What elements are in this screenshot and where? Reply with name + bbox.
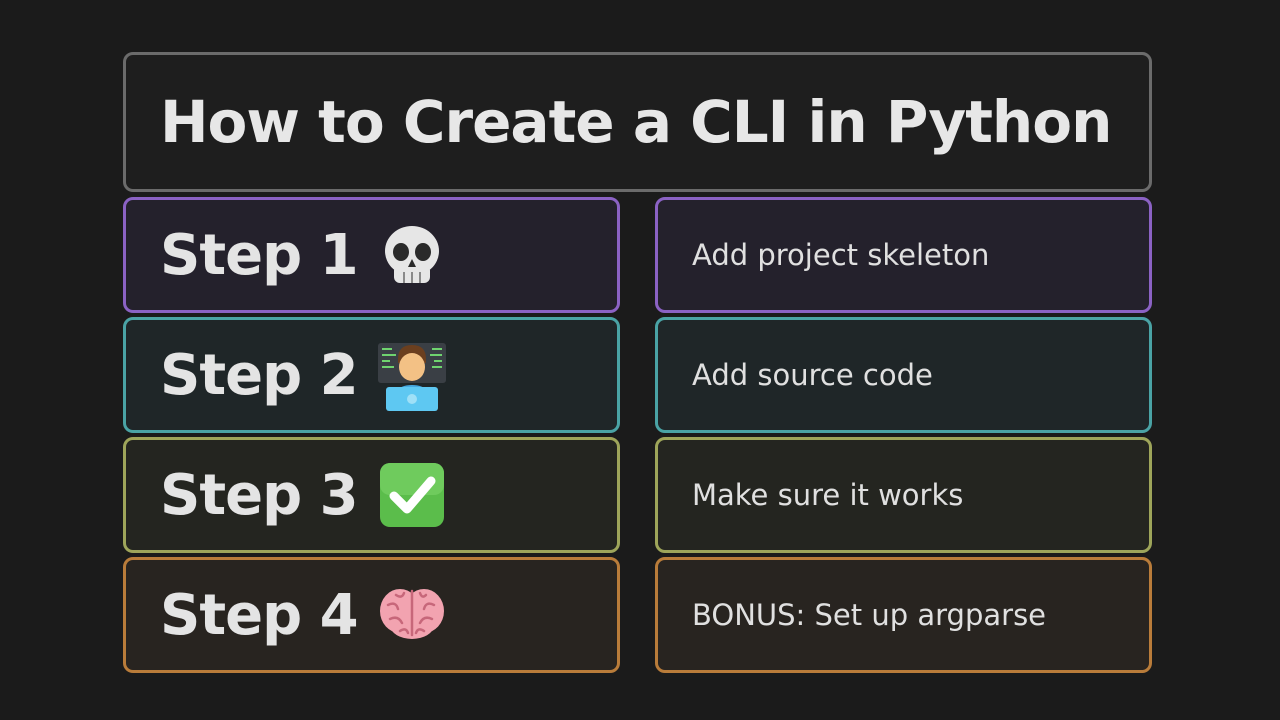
check-mark-button-icon	[379, 463, 444, 527]
step-3-label: Step 3	[160, 462, 359, 528]
step-3-description-card: Make sure it works	[655, 437, 1152, 553]
step-2-description: Add source code	[692, 358, 933, 392]
step-1-description: Add project skeleton	[692, 238, 990, 272]
title-card: How to Create a CLI in Python	[123, 52, 1152, 192]
step-4-description: BONUS: Set up argparse	[692, 598, 1047, 632]
step-4-description-card: BONUS: Set up argparse	[655, 557, 1152, 673]
step-3-card: Step 3	[123, 437, 620, 553]
step-2-label: Step 2	[160, 342, 359, 408]
step-1-description-card: Add project skeleton	[655, 197, 1152, 313]
skull-icon	[384, 226, 439, 283]
step-2-description-card: Add source code	[655, 317, 1152, 433]
step-4-label: Step 4	[160, 582, 359, 648]
technologist-icon	[377, 343, 446, 411]
brain-icon	[379, 589, 444, 639]
step-4-card: Step 4	[123, 557, 620, 673]
step-1-card: Step 1	[123, 197, 620, 313]
step-1-label: Step 1	[160, 222, 359, 288]
step-2-card: Step 2	[123, 317, 620, 433]
step-3-description: Make sure it works	[692, 478, 964, 512]
page-title: How to Create a CLI in Python	[160, 88, 1112, 156]
